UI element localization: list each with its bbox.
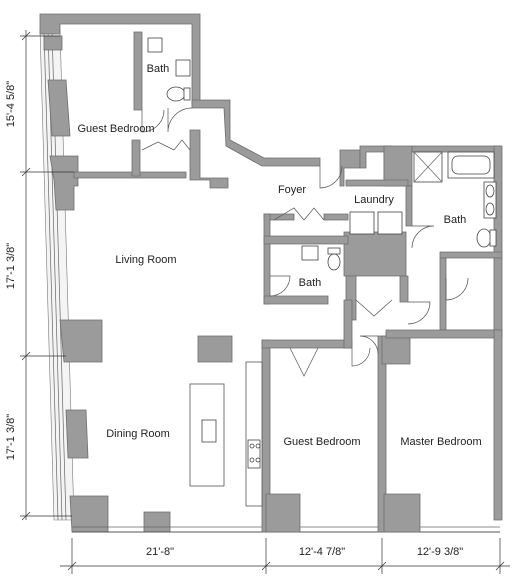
dim-label-bottom-3: 12'-9 3/8" — [417, 546, 463, 558]
room-label-bath-center: Bath — [299, 277, 322, 289]
room-label-bath-top: Bath — [147, 63, 170, 75]
room-label-laundry: Laundry — [354, 194, 394, 206]
interior-walls — [73, 31, 503, 533]
room-label-foyer: Foyer — [278, 184, 306, 196]
washer — [349, 211, 375, 235]
room-label-dining-room: Dining Room — [106, 428, 170, 440]
room-labels: Bath Guest Bedroom Foyer Laundry Bath Li… — [77, 63, 481, 448]
toilet-center-bath — [327, 253, 341, 271]
dryer — [377, 211, 403, 235]
sink-top-bath — [175, 59, 191, 77]
doors — [141, 107, 469, 377]
sink-center-bath — [301, 245, 319, 261]
dimension-labels: 21'-8" 12'-4 7/8" 12'-9 3/8" 15'-4 5/8" … — [5, 81, 463, 558]
toilet-top-bath — [147, 37, 163, 53]
dim-label-bottom-1: 21'-8" — [146, 546, 174, 558]
dim-label-left-1: 15'-4 5/8" — [5, 81, 17, 127]
fixtures — [147, 37, 497, 507]
kitchen-counter — [245, 361, 263, 507]
room-label-master-bedroom: Master Bedroom — [400, 436, 481, 448]
kitchen-sink — [201, 419, 217, 443]
room-label-guest-bedroom-2: Guest Bedroom — [283, 436, 360, 448]
room-label-living-room: Living Room — [115, 254, 176, 266]
dim-label-left-2: 17'-1 3/8" — [5, 243, 17, 289]
dim-label-bottom-2: 12'-4 7/8" — [299, 546, 345, 558]
toilet-right-bath — [476, 228, 492, 248]
room-label-guest-bedroom-1: Guest Bedroom — [77, 123, 154, 135]
room-label-bath-right: Bath — [444, 214, 467, 226]
toilet-2-top-bath — [166, 86, 186, 102]
dim-label-left-3: 17'-1 3/8" — [5, 414, 17, 460]
dimension-lines — [20, 30, 510, 574]
exterior-walls — [39, 13, 500, 533]
